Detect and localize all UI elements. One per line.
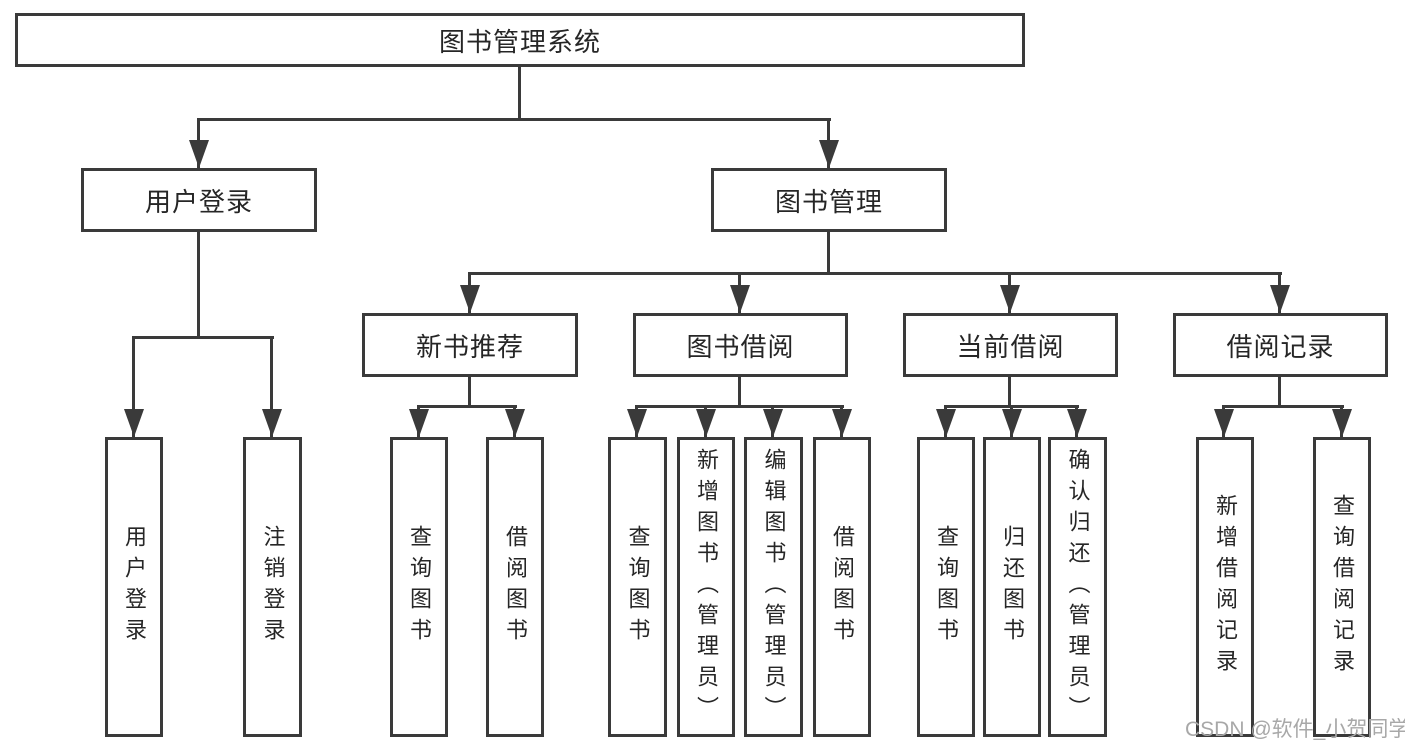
arrowhead-down xyxy=(1214,409,1234,437)
node-borrowing-records: 借阅记录 xyxy=(1173,313,1388,377)
connector-line xyxy=(417,405,517,408)
connector-line xyxy=(1278,376,1281,405)
arrowhead-down xyxy=(763,409,783,437)
connector-line xyxy=(197,118,831,121)
node-current-borrowing: 当前借阅 xyxy=(903,313,1118,377)
leaf-query-books-current: 查询图书 xyxy=(917,437,975,737)
connector-line xyxy=(468,376,471,405)
leaf-add-borrow-record: 新增借阅记录 xyxy=(1196,437,1254,737)
arrowhead-down xyxy=(505,409,525,437)
leaf-query-books-recommend: 查询图书 xyxy=(390,437,448,737)
arrowhead-down xyxy=(1000,285,1020,313)
leaf-borrow-books-recommend: 借阅图书 xyxy=(486,437,544,737)
leaf-query-books-borrowing: 查询图书 xyxy=(608,437,667,737)
leaf-borrow-books-borrowing: 借阅图书 xyxy=(813,437,871,737)
node-user-login: 用户登录 xyxy=(81,168,317,232)
leaf-logout: 注销登录 xyxy=(243,437,302,737)
arrowhead-down xyxy=(124,409,144,437)
arrowhead-down xyxy=(819,140,839,168)
arrowhead-down xyxy=(1270,285,1290,313)
connector-line xyxy=(468,272,1282,275)
connector-line xyxy=(197,231,200,336)
connector-line xyxy=(738,376,741,405)
leaf-add-book-admin: 新增图书（管理员） xyxy=(677,437,735,737)
leaf-query-borrow-record: 查询借阅记录 xyxy=(1313,437,1371,737)
connector-line xyxy=(1222,405,1344,408)
arrowhead-down xyxy=(262,409,282,437)
connector-line xyxy=(132,336,135,437)
arrowhead-down xyxy=(1002,409,1022,437)
node-book-management: 图书管理 xyxy=(711,168,947,232)
arrowhead-down xyxy=(1332,409,1352,437)
arrowhead-down xyxy=(936,409,956,437)
node-book-borrowing: 图书借阅 xyxy=(633,313,848,377)
arrowhead-down xyxy=(696,409,716,437)
leaf-edit-book-admin: 编辑图书（管理员） xyxy=(744,437,803,737)
node-library-management-system: 图书管理系统 xyxy=(15,13,1025,67)
connector-line xyxy=(635,405,844,408)
arrowhead-down xyxy=(627,409,647,437)
connector-line xyxy=(518,67,521,118)
leaf-return-book: 归还图书 xyxy=(983,437,1041,737)
node-new-book-recommendation: 新书推荐 xyxy=(362,313,578,377)
leaf-confirm-return-admin: 确认归还（管理员） xyxy=(1048,437,1107,737)
csdn-watermark: CSDN @软件_小贺同学 xyxy=(1185,718,1405,741)
arrowhead-down xyxy=(1067,409,1087,437)
connector-line xyxy=(827,231,830,272)
connector-line xyxy=(1008,376,1011,405)
arrowhead-down xyxy=(189,140,209,168)
arrowhead-down xyxy=(832,409,852,437)
arrowhead-down xyxy=(730,285,750,313)
arrowhead-down xyxy=(460,285,480,313)
arrowhead-down xyxy=(409,409,429,437)
connector-line xyxy=(270,336,273,437)
connector-line xyxy=(132,336,274,339)
leaf-user-login: 用户登录 xyxy=(105,437,163,737)
